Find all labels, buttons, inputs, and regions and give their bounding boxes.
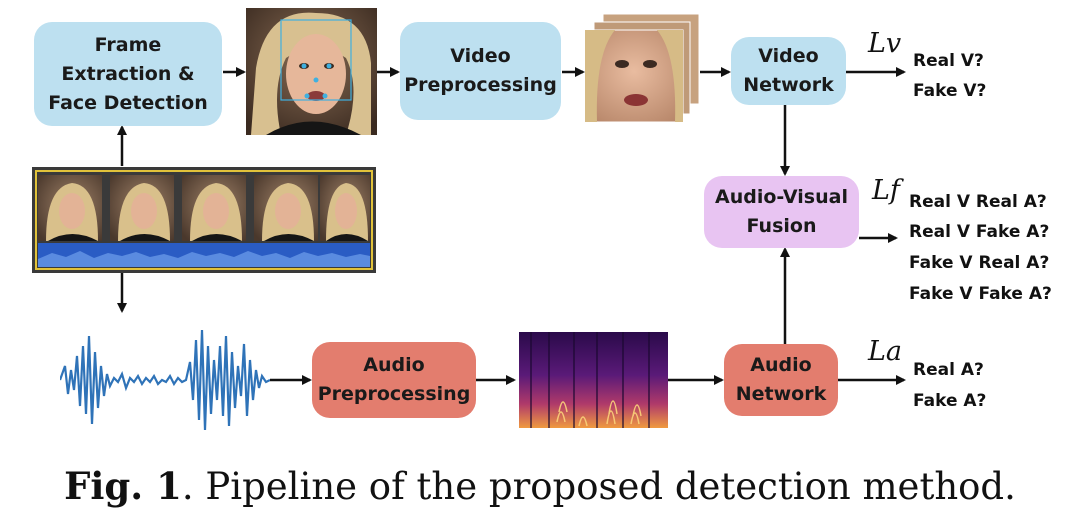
- fusion-output-2: Real V Fake A?: [909, 222, 1050, 242]
- fusion-output-1: Real V Real A?: [909, 192, 1047, 212]
- figure-caption: Fig. 1. Pipeline of the proposed detecti…: [0, 464, 1080, 508]
- fusion-output-3: Fake V Real A?: [909, 253, 1050, 273]
- video-preprocessing-box: Video Preprocessing: [400, 22, 561, 120]
- audio-loss-label: La: [868, 336, 903, 367]
- frame-extraction-label: Frame Extraction & Face Detection: [48, 33, 208, 114]
- audio-waveform: [60, 316, 270, 444]
- video-preprocessing-label: Video Preprocessing: [404, 45, 557, 96]
- preprocessed-face-frames: [585, 14, 701, 122]
- video-network-label: Video Network: [743, 45, 834, 96]
- audio-visual-fusion-label: Audio-Visual Fusion: [715, 186, 848, 237]
- face-detection-frame: [246, 8, 377, 135]
- audio-output-fake: Fake A?: [913, 391, 987, 411]
- audio-preprocessing-box: Audio Preprocessing: [312, 342, 476, 418]
- video-loss-label: Lv: [868, 28, 902, 59]
- fusion-loss-label: Lf: [872, 175, 900, 206]
- video-network-box: Video Network: [731, 37, 846, 105]
- spectrogram: [519, 332, 668, 428]
- audio-preprocessing-label: Audio Preprocessing: [317, 354, 471, 405]
- frame-extraction-box: Frame Extraction & Face Detection: [34, 22, 222, 126]
- video-output-real: Real V?: [913, 51, 984, 71]
- audio-network-box: Audio Network: [724, 344, 838, 416]
- audio-visual-fusion-box: Audio-Visual Fusion: [704, 176, 859, 248]
- fusion-output-4: Fake V Fake A?: [909, 284, 1052, 304]
- video-output-fake: Fake V?: [913, 81, 987, 101]
- caption-text: . Pipeline of the proposed detection met…: [181, 465, 1016, 508]
- video-filmstrip: [32, 167, 376, 273]
- caption-label: Fig. 1: [64, 464, 182, 508]
- audio-network-label: Audio Network: [735, 354, 827, 405]
- audio-output-real: Real A?: [913, 360, 984, 380]
